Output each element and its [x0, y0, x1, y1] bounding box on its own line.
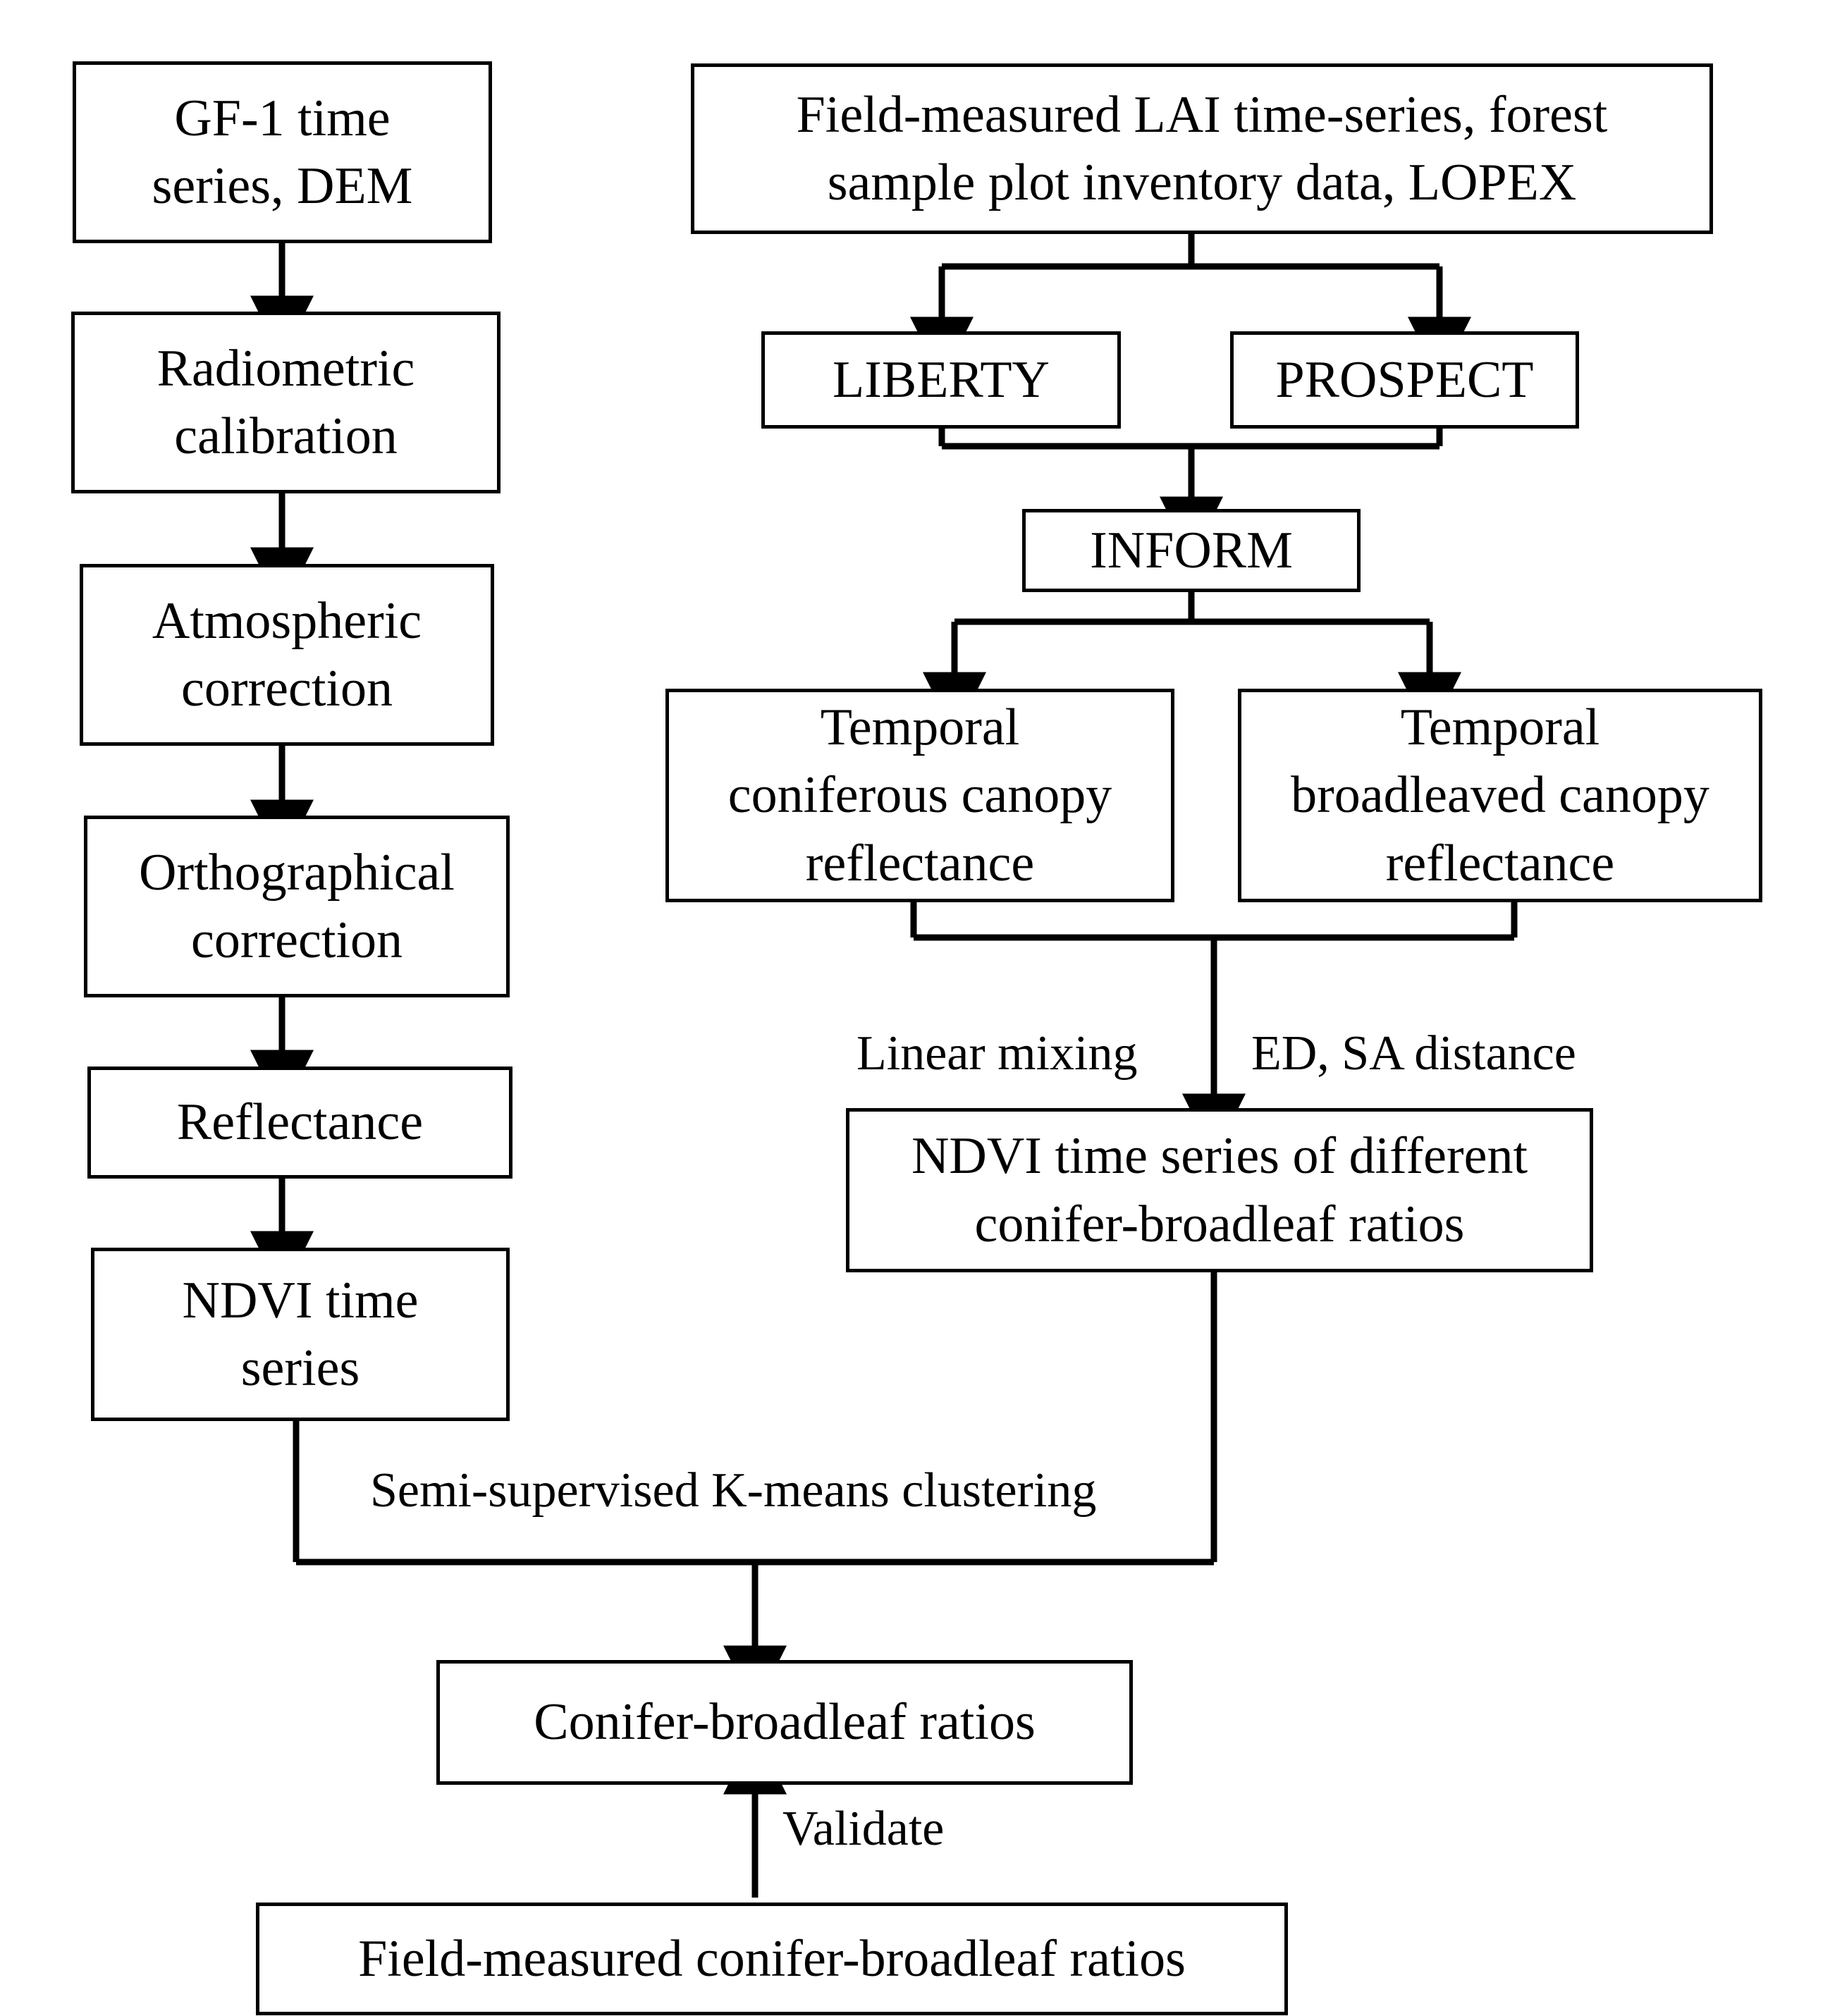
node-reflectance-label: Reflectance [176, 1093, 424, 1152]
node-field-ratios-label: Field-measured conifer-broadleaf ratios [358, 1929, 1186, 1988]
edge-label-linear-mixing: Linear mixing [856, 1026, 1138, 1081]
node-inform-label: INFORM [1090, 521, 1293, 579]
edge-label-kmeans-clustering: Semi-supervised K-means clustering [370, 1463, 1097, 1518]
node-liberty-label: LIBERTY [833, 350, 1050, 409]
node-liberty: LIBERTY [761, 331, 1121, 429]
node-conifer-broadleaf-ratios: Conifer-broadleaf ratios [436, 1660, 1133, 1785]
node-conifer-ratios-label: Conifer-broadleaf ratios [534, 1693, 1036, 1752]
node-field-measured-conifer-broadleaf-ratios: Field-measured conifer-broadleaf ratios [256, 1903, 1288, 2015]
node-inform: INFORM [1022, 509, 1361, 592]
edge-label-validate: Validate [782, 1802, 945, 1856]
node-reflectance: Reflectance [87, 1067, 512, 1179]
node-prospect: PROSPECT [1230, 331, 1579, 429]
node-prospect-label: PROSPECT [1275, 350, 1534, 409]
edge-label-ed-sa-distance: ED, SA distance [1251, 1026, 1576, 1081]
